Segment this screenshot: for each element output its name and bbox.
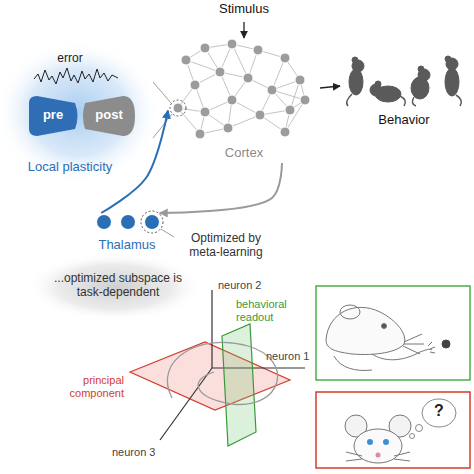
reaching-mouse — [334, 356, 372, 370]
axis-label: neuron 2 — [218, 279, 261, 292]
connector-arrow — [320, 86, 340, 88]
reaching-mouse — [403, 334, 424, 354]
thalamus-group: Thalamus — [84, 213, 170, 255]
thought-bubble — [410, 399, 457, 439]
node-text: Stimulus — [219, 2, 269, 17]
thinking-mouse — [346, 452, 410, 461]
network-neuron — [280, 53, 290, 63]
axis-label: neuron 3 — [112, 446, 155, 459]
node-text: Local plasticity — [5, 160, 135, 175]
thinking-mouse — [376, 453, 381, 458]
network-neuron — [181, 55, 191, 65]
plasticity-panel: pre post errorLocal plasticity — [5, 46, 153, 184]
task-inset-decision — [316, 392, 470, 468]
thalamus-neurons — [145, 215, 159, 229]
node-text: pre — [43, 108, 63, 123]
network-neuron — [227, 95, 237, 105]
node-text: Behavior — [378, 113, 429, 128]
network-link — [232, 44, 248, 78]
network-neuron — [285, 105, 295, 115]
network-neuron — [243, 73, 253, 83]
mouse-icons — [456, 95, 461, 106]
synapse-highlight — [170, 100, 186, 116]
reaching-mouse — [382, 324, 387, 329]
cortex-network — [173, 39, 310, 139]
node-text: error — [45, 52, 95, 66]
terminal-outline — [83, 96, 135, 136]
network-neuron — [227, 39, 237, 49]
mouse-icons — [375, 81, 381, 87]
node-text: ...optimized subspace is task-dependent — [40, 272, 196, 300]
network-neuron — [253, 45, 263, 55]
meta-leader — [161, 229, 174, 237]
terminal-outline — [29, 96, 78, 136]
subspace-glow — [27, 253, 203, 321]
thinking-mouse — [367, 439, 373, 445]
zoom-leader — [153, 82, 171, 103]
error-trace — [34, 68, 118, 84]
mouse-icons — [445, 56, 451, 62]
thought-bubble — [410, 434, 415, 439]
reaching-mouse — [372, 349, 432, 360]
thinking-mouse — [354, 429, 402, 463]
axes — [211, 290, 212, 368]
mouse-icons — [412, 97, 416, 106]
mouse-icons — [347, 94, 352, 106]
mouse-icons — [445, 68, 459, 96]
postsynaptic-terminal: post — [81, 94, 137, 138]
reaching-mouse — [340, 305, 360, 319]
behavior-group: Behavior — [340, 50, 468, 130]
network-neuron — [195, 129, 205, 139]
thought-bubble — [416, 425, 423, 432]
reaching-mouse — [428, 342, 435, 353]
network-link — [285, 100, 305, 132]
plasticity-glow — [0, 40, 160, 184]
thalamus-highlight — [141, 211, 163, 233]
plane-label: principal component — [56, 374, 124, 399]
thalamus-neurons — [97, 215, 159, 229]
thought-bubble — [422, 399, 456, 427]
reaching-mouse — [326, 305, 450, 370]
network-neuron — [295, 75, 305, 85]
node-text: Thalamus — [98, 238, 155, 253]
network-neuron — [300, 95, 310, 105]
network-neuron — [173, 103, 183, 113]
mouse-icons — [349, 69, 363, 95]
meta-learning-note: Optimized by meta-learning — [178, 232, 274, 260]
question-mark: ? — [434, 402, 444, 420]
node-text: Cortex — [225, 146, 263, 161]
thalamus-neurons — [97, 215, 111, 229]
stimulus-label: Stimulus — [204, 2, 284, 22]
mouse-icons — [347, 56, 462, 106]
thalamus-neurons — [121, 215, 135, 229]
network-neuron — [223, 123, 233, 133]
presynaptic-terminal: pre — [25, 94, 81, 138]
connector-arrow — [243, 22, 244, 38]
network-neuron — [255, 110, 265, 120]
network-neuron — [267, 85, 277, 95]
neural-trajectory — [167, 342, 277, 404]
network-neuron — [215, 67, 225, 77]
mouse-icons — [400, 96, 405, 106]
subspace-cloud: ...optimized subspace is task-dependent — [40, 262, 196, 312]
network-neuron — [280, 127, 290, 137]
thinking-mouse — [383, 439, 389, 445]
node-text: post — [95, 108, 122, 123]
reaching-mouse — [326, 307, 405, 354]
connector-arrow — [160, 163, 282, 213]
thinking-mouse — [345, 415, 411, 463]
axis-label: neuron 1 — [266, 350, 309, 363]
reaching-mouse — [442, 340, 450, 348]
network-neuron — [190, 80, 200, 90]
mouse-icons — [352, 57, 358, 63]
task-inset-reach — [316, 286, 470, 380]
network-neuron — [200, 43, 210, 53]
cortex-network: Cortex — [168, 38, 320, 163]
mouse-icons — [418, 66, 424, 72]
plane-label: behavioral readout — [236, 298, 300, 323]
network-neuron — [200, 107, 210, 117]
